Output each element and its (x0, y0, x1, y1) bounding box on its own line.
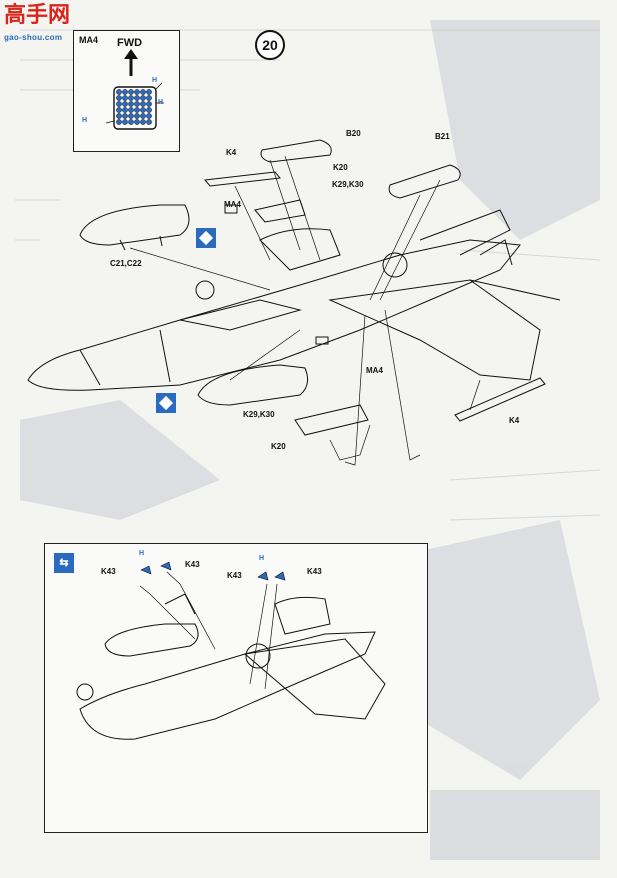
site-logo: 高手网 gao-shou.com (4, 2, 74, 43)
alternate-drawing (76, 561, 386, 740)
label-k4-right: K4 (509, 416, 520, 425)
label-k4-top: K4 (226, 148, 237, 157)
swap-arrows-icon: ⇆ (54, 553, 74, 573)
label-c21-c22: C21,C22 (110, 259, 142, 268)
logo-url: gao-shou.com (4, 33, 63, 42)
label-k20-top: K20 (333, 163, 348, 172)
blue-diamond-icon (156, 393, 176, 413)
forward-arrow-icon (124, 49, 138, 76)
inset-part-label: MA4 (79, 35, 99, 45)
label-ma4-top: MA4 (224, 200, 241, 209)
label-k20-low: K20 (271, 442, 286, 451)
logo-text: 高手网 (4, 2, 71, 27)
label-k29-k30-low: K29,K30 (243, 410, 275, 419)
alternate-detail-box: ⇆ K43 K43 K43 (44, 543, 428, 833)
decal-ref-bottom-a: H (139, 550, 145, 557)
label-k43-a: K43 (101, 567, 116, 576)
step-number-badge: 20 (255, 30, 285, 60)
inset-drawing (105, 49, 164, 130)
rail-k4-top (204, 171, 281, 187)
label-k43-b: K43 (185, 560, 200, 569)
decal-dot-grid (116, 89, 152, 125)
label-k43-c: K43 (227, 571, 242, 580)
drop-tank-upper (79, 204, 190, 246)
decal-ref-left: H (82, 117, 88, 124)
label-b20: B20 (346, 129, 361, 138)
decal-ref-top: H (152, 77, 158, 84)
label-k29-k30-top: K29,K30 (332, 180, 364, 189)
pod-b21 (388, 164, 461, 199)
k43-parts (140, 561, 286, 581)
decal-ref-right: H (158, 99, 164, 106)
drop-tank-lower (197, 364, 309, 406)
pod-b20 (260, 139, 332, 163)
inset-detail-box: MA4 FWD H H H (73, 30, 180, 152)
blue-diamond-icon (196, 228, 216, 248)
label-b21: B21 (435, 132, 450, 141)
decal-ref-bottom-b: H (259, 555, 265, 562)
rail-k4-right (454, 377, 546, 422)
label-k43-d: K43 (307, 567, 322, 576)
fwd-label: FWD (117, 37, 143, 49)
label-ma4-mid: MA4 (366, 366, 383, 375)
fuselage-outline (27, 239, 521, 391)
